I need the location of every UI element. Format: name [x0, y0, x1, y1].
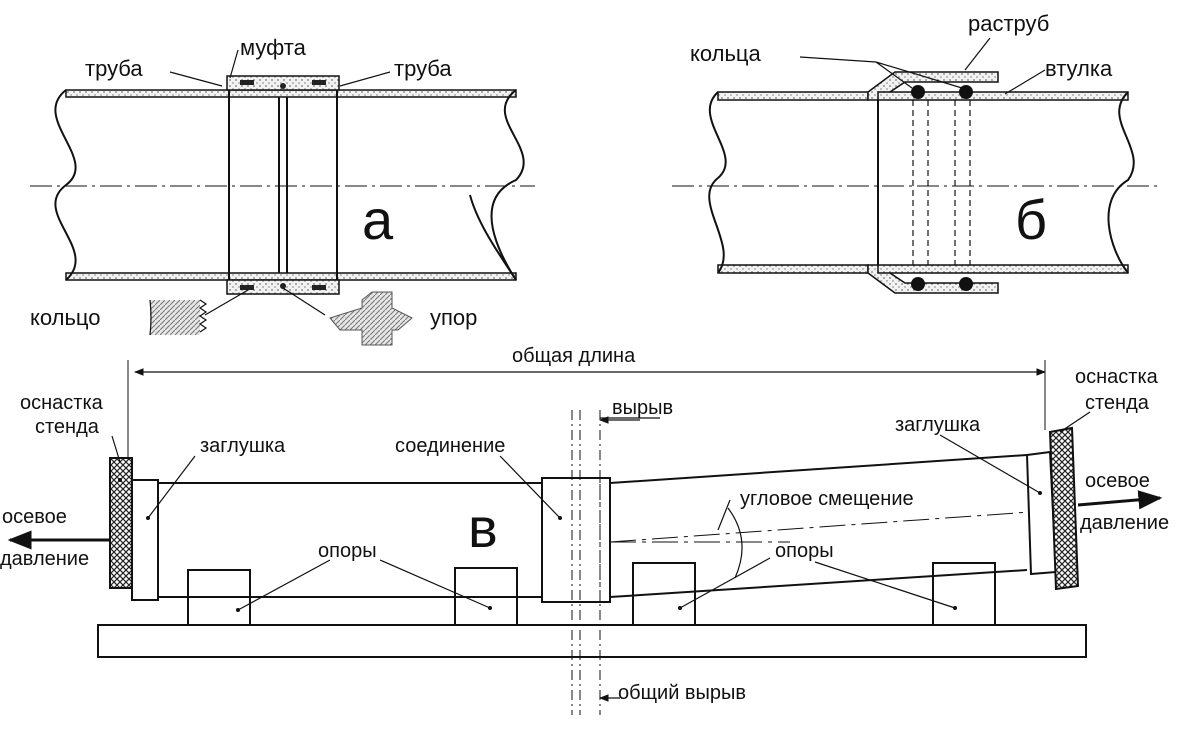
label-axial-left-2: давление: [0, 548, 90, 570]
diagram-v: [7, 360, 1163, 715]
pipe-break-left: [54, 89, 77, 281]
ring-detail: [150, 300, 200, 335]
label-pipe-left: труба: [85, 56, 143, 81]
label-joint: соединение: [395, 435, 506, 457]
label-socket: раструб: [968, 11, 1050, 36]
label-plug-left: заглушка: [200, 435, 286, 457]
pipe-wall-top: [65, 89, 517, 98]
bench-fixture-right: [1048, 426, 1080, 591]
joint: [541, 477, 611, 603]
diagram-b: [672, 37, 1160, 294]
label-pullout: вырыв: [612, 397, 674, 419]
label-plug-right: заглушка: [895, 414, 981, 436]
label-rings: кольца: [690, 41, 761, 66]
pipe-break-right-b: [1107, 91, 1135, 274]
test-bench-base: [97, 624, 1087, 658]
label-total-length: общая длина: [512, 345, 636, 367]
label-rig-right-1: оснастка: [1075, 366, 1158, 388]
label-supports-right: опоры: [775, 540, 834, 562]
axial-arrow-right: [1077, 490, 1163, 510]
pipe-wall-bottom: [65, 272, 517, 281]
label-axial-right-1: осевое: [1085, 470, 1150, 492]
label-angular-offset: угловое смещение: [740, 488, 914, 510]
pipe-break-left-b: [708, 91, 727, 274]
label-stop: упор: [430, 305, 478, 330]
letter-v: в: [468, 496, 498, 559]
label-rig-left-1: оснастка: [20, 392, 103, 414]
letter-b: б: [1015, 188, 1048, 251]
label-rig-left-2: стенда: [35, 416, 99, 438]
o-rings: [911, 85, 973, 291]
label-sleeve: втулка: [1045, 56, 1113, 81]
label-pipe-right: труба: [394, 56, 452, 81]
plug-left: [131, 479, 159, 601]
diagram-a: [30, 49, 535, 346]
label-axial-left-1: осевое: [2, 506, 67, 528]
letter-a: а: [362, 188, 394, 251]
pipe-break-right: [490, 89, 525, 281]
stop-detail: [329, 291, 413, 346]
angle-arc: [727, 507, 743, 579]
bench-fixture-left: [109, 457, 133, 589]
label-axial-right-2: давление: [1080, 512, 1170, 534]
label-ring: кольцо: [30, 305, 101, 330]
label-total-pullout: общий вырыв: [618, 682, 747, 704]
label-coupling: муфта: [240, 35, 306, 60]
coupling-rings: [240, 80, 326, 290]
label-supports-left: опоры: [318, 540, 377, 562]
label-rig-right-2: стенда: [1085, 392, 1149, 414]
